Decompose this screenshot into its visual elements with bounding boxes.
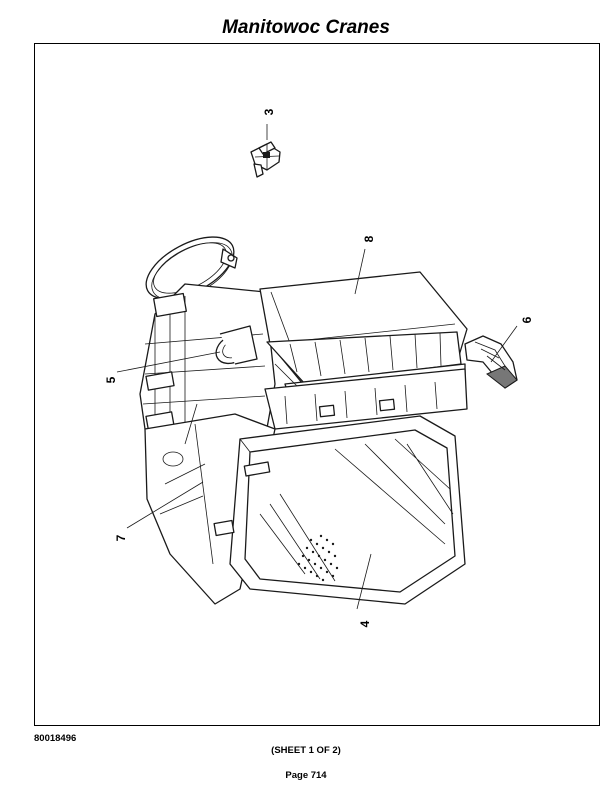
sheet-label: (SHEET 1 OF 2) xyxy=(271,745,341,756)
part-4-dot-pattern xyxy=(297,534,339,582)
callout-6: 6 xyxy=(520,316,534,323)
page-title: Manitowoc Cranes xyxy=(222,17,390,38)
part-4-filter-box xyxy=(213,415,466,605)
parts-illustration: 3 8 6 5 7 4 xyxy=(104,108,534,627)
part-5-outlet xyxy=(215,325,258,365)
callout-7: 7 xyxy=(114,534,128,541)
callout-5: 5 xyxy=(104,376,118,383)
callout-4: 4 xyxy=(358,620,372,627)
part-3-sensor xyxy=(250,141,281,178)
page-number: Page 714 xyxy=(285,770,327,781)
callout-3: 3 xyxy=(262,108,276,115)
callout-8: 8 xyxy=(362,235,376,242)
drawing-number: 80018496 xyxy=(34,733,77,744)
mounting-bracket xyxy=(264,368,468,430)
leader-lines xyxy=(116,124,518,610)
drawing-frame: 3 8 6 5 7 4 xyxy=(34,43,600,726)
